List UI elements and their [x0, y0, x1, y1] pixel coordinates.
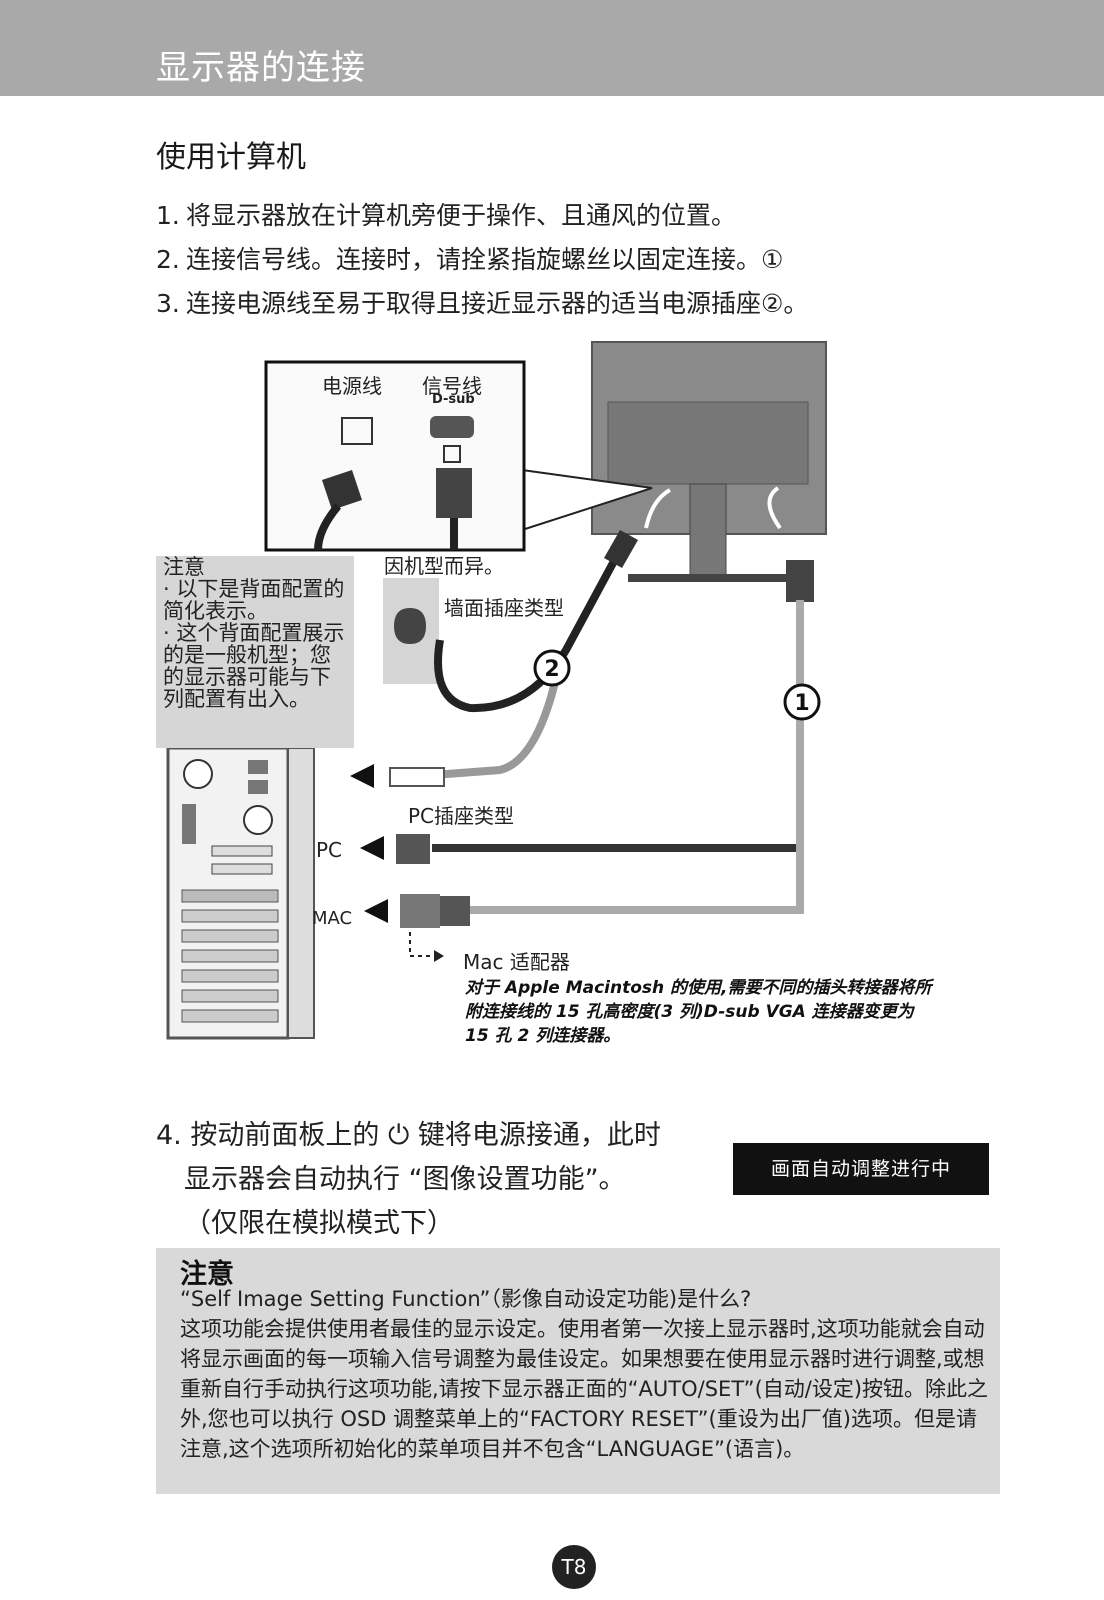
step-text: 连接电源线至易于取得且接近显示器的适当电源插座②。: [186, 289, 809, 318]
step-2: 2.连接信号线。连接时，请拴紧指旋螺丝以固定连接。①: [156, 240, 783, 276]
port-zoom-inset: [264, 360, 653, 552]
header-bar: [0, 0, 1104, 96]
info-note-body: “Self Image Setting Function”（影像自动设定功能)是…: [180, 1284, 990, 1464]
dsub-label: D-sub: [432, 392, 475, 407]
wall-outlet: [383, 578, 439, 684]
side-note: 注意 · 以下是背面配置的简化表示。 · 这个背面配置展示的是一般机型；您 的显…: [163, 556, 351, 710]
pc-outlet-label: PC插座类型: [408, 804, 515, 828]
power-icon: ⏻: [387, 1120, 410, 1151]
info-note-title: 注意: [180, 1259, 234, 1290]
arrow-icon: [360, 836, 384, 860]
osd-message-box: 画面自动调整进行中: [733, 1143, 989, 1195]
model-note: 因机型而异。: [384, 554, 504, 578]
signal-cable-label: 信号线: [422, 374, 482, 398]
power-cable-label: 电源线: [322, 374, 382, 398]
mac-adapter-icon: [400, 894, 440, 928]
page-number: T8: [552, 1545, 596, 1589]
step-4-text: 4. 按动前面板上的: [156, 1120, 380, 1151]
pc-tower: [166, 746, 315, 1040]
step-4-text: 键将电源接通，此时: [417, 1120, 661, 1151]
side-note-item: · 这个背面配置展示的是一般机型；您 的显示器可能与下列配置有出入。: [163, 621, 345, 711]
step-1: 1.将显示器放在计算机旁便于操作、且通风的位置。: [156, 196, 736, 232]
arrow-icon: [350, 764, 374, 788]
dsub-plug-icon: [436, 468, 472, 518]
power-plug-icon: [604, 530, 638, 568]
mac-adapter-note: 对于 Apple Macintosh 的使用,需要不同的插头转接器将所附连接线的…: [465, 978, 932, 1046]
step-4: 4. 按动前面板上的 ⏻ 键将电源接通，此时 显示器会自动执行 “图像设置功能”…: [156, 1114, 661, 1246]
side-note-title: 注意: [163, 555, 205, 579]
info-note-question: “Self Image Setting Function”（影像自动设定功能)是…: [180, 1287, 752, 1311]
page-title: 显示器的连接: [156, 48, 366, 88]
callout-1-text: 1: [794, 691, 809, 716]
callout-2-circle: [533, 649, 571, 687]
step-text: 连接信号线。连接时，请拴紧指旋螺丝以固定连接。①: [186, 245, 784, 274]
wall-outlet-label: 墙面插座类型: [444, 596, 564, 620]
side-note-item: · 以下是背面配置的简化表示。: [163, 577, 345, 623]
callout-2-text: 2: [544, 657, 559, 682]
step-4-line-1: 4. 按动前面板上的 ⏻ 键将电源接通，此时: [156, 1114, 661, 1158]
pc-label: PC: [316, 838, 343, 862]
callout-1-circle: [783, 683, 821, 721]
info-note-text: 这项功能会提供使用者最佳的显示设定。使用者第一次接上显示器时,这项功能就会自动将…: [180, 1317, 989, 1461]
mac-adapter-label: Mac 适配器: [463, 950, 570, 974]
step-number: 1.: [156, 201, 180, 230]
step-4-line-3: （仅限在模拟模式下）: [184, 1208, 454, 1239]
step-number: 2.: [156, 245, 180, 274]
info-note-box: [156, 1248, 1000, 1494]
power-plug-icon: [322, 470, 362, 510]
connection-diagram: 2 1: [166, 341, 827, 1040]
power-port-icon: [341, 417, 373, 445]
section-title: 使用计算机: [156, 140, 306, 175]
step-3: 3.连接电源线至易于取得且接近显示器的适当电源插座②。: [156, 284, 808, 320]
mac-label: MAC: [312, 908, 353, 929]
dsub-port-icon: [430, 416, 474, 438]
step-4-line-2: 显示器会自动执行 “图像设置功能”。: [184, 1164, 626, 1195]
side-note-box: [156, 556, 354, 748]
step-text: 将显示器放在计算机旁便于操作、且通风的位置。: [186, 201, 737, 230]
arrow-icon: [364, 899, 388, 923]
monitor-back: [591, 341, 827, 582]
vga-plug-icon: [396, 834, 430, 864]
step-number: 3.: [156, 289, 180, 318]
